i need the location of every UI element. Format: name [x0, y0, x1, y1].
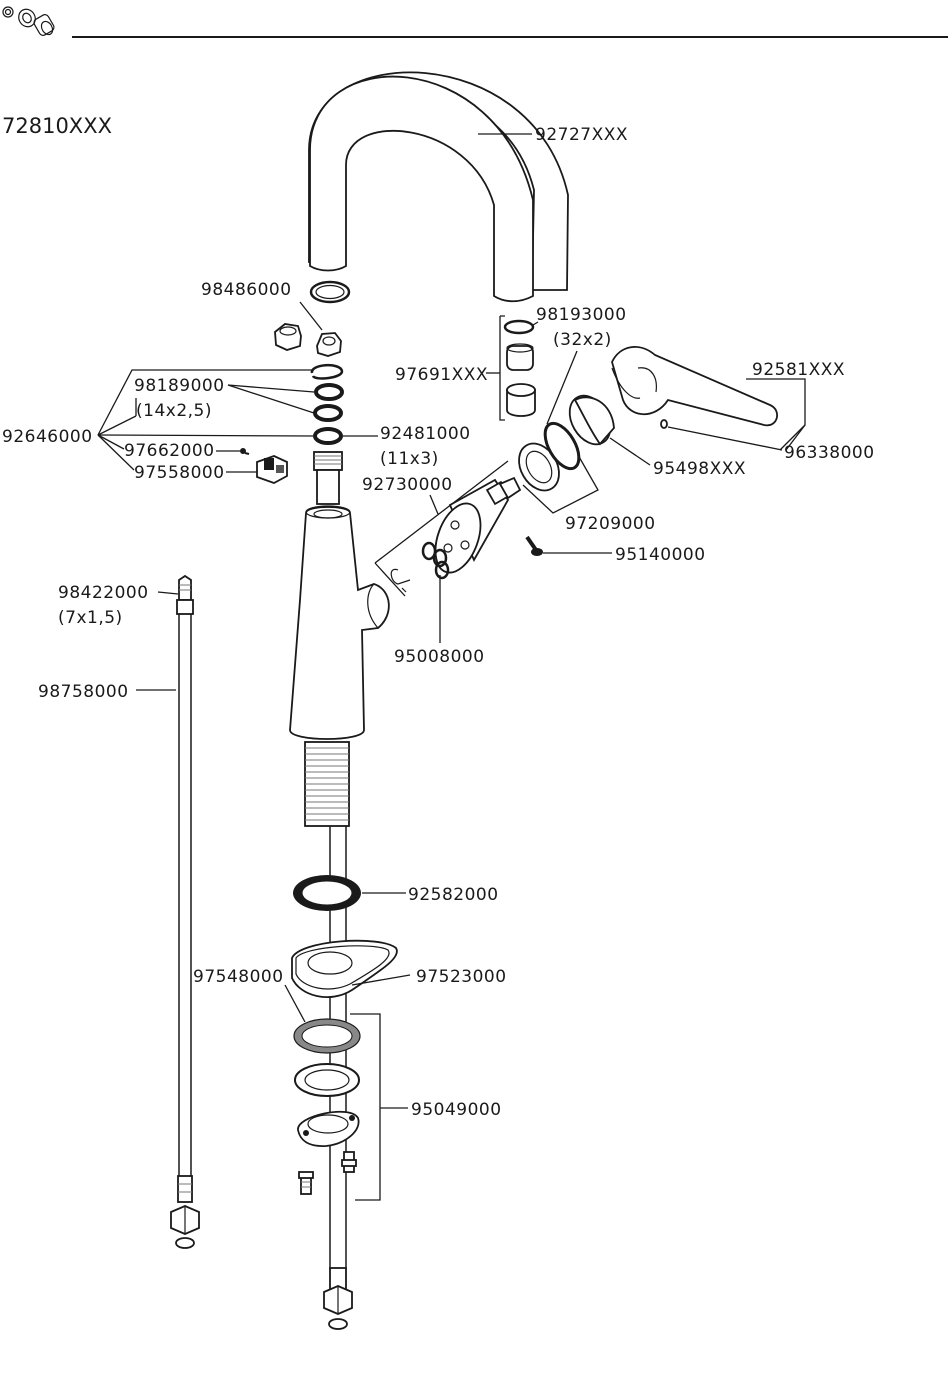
label-97558: 97558000 — [134, 463, 225, 483]
label-98193: 98193000 — [536, 305, 627, 325]
stud-left — [299, 1172, 313, 1194]
clip-ring — [312, 365, 342, 378]
o-ring-98189-a — [316, 385, 342, 399]
ring-95049 — [295, 1064, 359, 1096]
label-92481: 92481000 — [380, 424, 471, 444]
clip-95008-left — [391, 569, 410, 592]
diverter-97558 — [257, 456, 287, 483]
label-97662: 97662000 — [124, 441, 215, 461]
label-98189-size: (14x2,5) — [136, 401, 212, 421]
faucet-body — [290, 506, 389, 739]
label-98193-size: (32x2) — [553, 330, 612, 350]
label-95498: 95498XXX — [653, 459, 746, 479]
label-92727: 92727XXX — [535, 125, 628, 145]
o-ring-98189-b — [315, 406, 341, 420]
washer-97548 — [294, 1019, 360, 1053]
gasket-92582 — [293, 875, 361, 911]
label-92582: 92582000 — [408, 885, 499, 905]
label-92646: 92646000 — [2, 427, 93, 447]
screw-95140 — [527, 537, 543, 556]
label-98758: 98758000 — [38, 682, 129, 702]
label-98486: 98486000 — [201, 280, 292, 300]
sleeve-95498 — [561, 388, 618, 451]
label-92730: 92730000 — [362, 475, 453, 495]
nut-right — [317, 333, 341, 356]
label-95140: 95140000 — [615, 545, 706, 565]
lever-handle-92581 — [612, 347, 777, 425]
tools-icon — [3, 6, 55, 37]
aerator-97691-top — [507, 344, 533, 370]
label-92581: 92581XXX — [752, 360, 845, 380]
label-98422: 98422000 — [58, 583, 149, 603]
part-labels: 92727XXX 98486000 98193000 (32x2) 97691X… — [2, 125, 875, 1120]
plate-97523 — [292, 941, 397, 997]
label-97548: 97548000 — [193, 967, 284, 987]
label-98422-size: (7x1,5) — [58, 608, 123, 628]
label-97691: 97691XXX — [395, 365, 488, 385]
stud-right — [342, 1152, 356, 1172]
label-95049: 95049000 — [411, 1100, 502, 1120]
label-95008: 95008000 — [394, 647, 485, 667]
label-97209: 97209000 — [565, 514, 656, 534]
screw-96338 — [661, 420, 667, 428]
aerator-97691-bottom — [507, 384, 535, 416]
nut-left — [275, 324, 301, 350]
screw-97662 — [240, 448, 249, 454]
bracket-95049 — [298, 1112, 359, 1146]
label-98189: 98189000 — [134, 376, 225, 396]
o-ring-92481 — [315, 429, 341, 443]
label-97523: 97523000 — [416, 967, 507, 987]
model-number: 72810XXX — [2, 114, 112, 138]
label-92481-size: (11x3) — [380, 449, 439, 469]
o-ring-98193 — [505, 321, 533, 333]
label-96338: 96338000 — [784, 443, 875, 463]
threaded-connector — [314, 452, 342, 504]
flex-hose-98758 — [171, 576, 199, 1248]
body-thread — [305, 742, 349, 826]
